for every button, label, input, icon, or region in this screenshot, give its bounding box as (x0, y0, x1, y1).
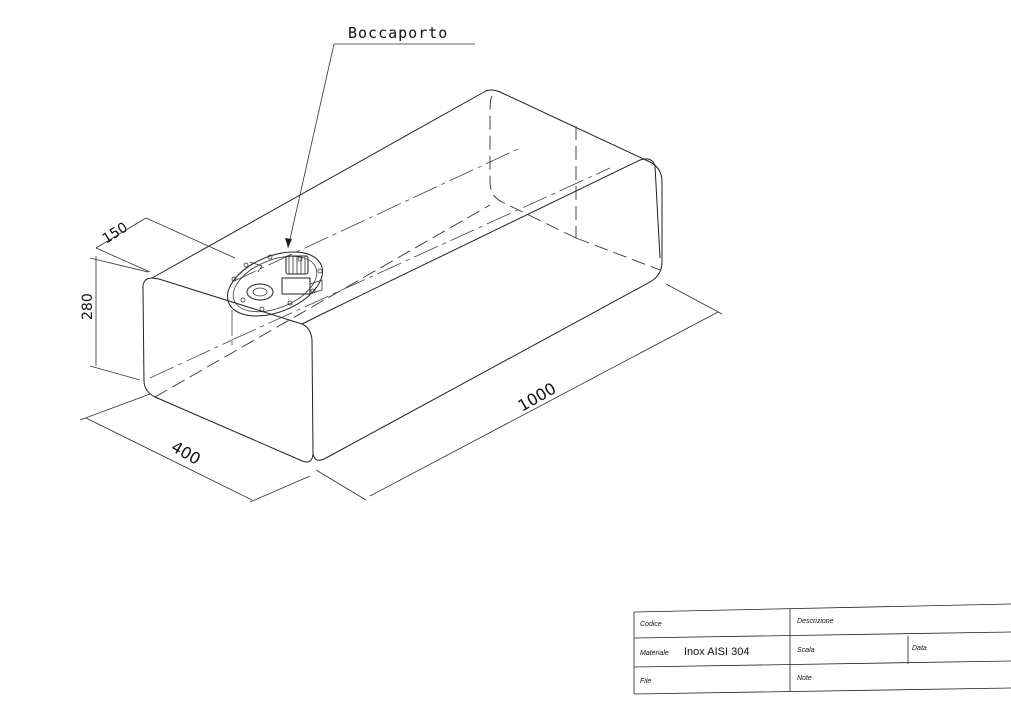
dimension-400: 400 (79, 393, 311, 503)
materiale-value: Inox AISI 304 (684, 646, 749, 658)
dimension-280-label: 280 (80, 293, 96, 320)
descrizione-label: Descrizione (797, 618, 834, 625)
boccaporto-callout: Boccaporto (285, 24, 475, 249)
materiale-label: Materiale (640, 650, 669, 657)
note-label: Note (797, 675, 812, 682)
data-label: Data (912, 645, 927, 652)
scala-label: Scala (797, 647, 815, 654)
hidden-edges (154, 95, 661, 398)
title-block: Codice Descrizione Materiale Inox AISI 3… (633, 603, 1011, 695)
manhole-flange (226, 251, 324, 317)
callout-label: Boccaporto (348, 24, 448, 42)
dimension-280: 280 (80, 256, 149, 381)
dimension-150: 150 (95, 217, 236, 273)
tank-body (142, 89, 663, 463)
center-lines (149, 147, 611, 379)
dimension-1000-label: 1000 (515, 379, 560, 416)
dimension-400-label: 400 (168, 437, 204, 469)
file-label: File (640, 678, 651, 685)
dimension-1000: 1000 (315, 283, 723, 501)
codice-label: Codice (640, 621, 662, 628)
